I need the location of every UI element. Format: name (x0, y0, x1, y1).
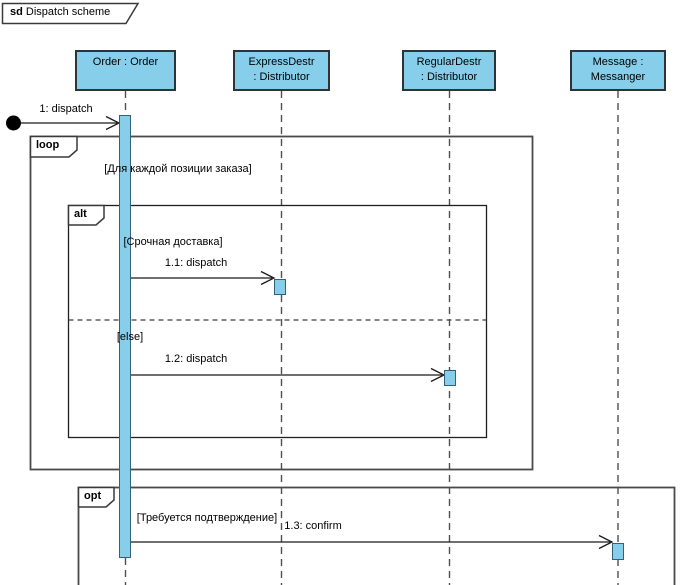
message-label-1-3: 1.3: confirm (284, 520, 342, 532)
lifeline-label: RegularDestr (416, 56, 482, 68)
message-label-1: 1: dispatch (39, 103, 93, 115)
message-label-1-1: 1.1: dispatch (164, 257, 228, 269)
alt-operator-pentagon (67, 204, 105, 226)
activation-bar-message[interactable] (612, 543, 624, 560)
opt-operator-label: opt (84, 490, 102, 502)
activation-bar-order[interactable] (119, 115, 131, 558)
opt-fragment-box[interactable] (77, 486, 676, 585)
alt-fragment-box[interactable] (67, 204, 488, 439)
loop-guard-label: [Для каждой позиции заказа] (104, 163, 252, 175)
lifeline-head-regulardestr[interactable]: RegularDestr : Distributor (402, 50, 496, 91)
lifeline-head-message[interactable]: Message : Messanger (570, 50, 666, 91)
lifeline-head-order[interactable]: Order : Order (75, 50, 176, 91)
lifeline-label: ExpressDestr (248, 56, 315, 68)
arrowhead-icon (598, 534, 614, 550)
lifeline-label: : Distributor (420, 71, 478, 83)
arrowhead-icon (260, 270, 276, 286)
activation-bar-expressdestr[interactable] (274, 279, 286, 295)
lifeline-label: Messanger (590, 71, 646, 83)
alt-guard-else-label: [else] (116, 331, 144, 343)
lifeline-label: Message : (592, 56, 644, 68)
frame-name: Dispatch scheme (25, 6, 111, 18)
lifeline-label: Order : Order (92, 56, 159, 68)
message-label-1-2: 1.2: dispatch (164, 353, 228, 365)
loop-operator-label: loop (36, 139, 60, 151)
frame-title-pentagon (1, 2, 140, 25)
activation-bar-regulardestr[interactable] (444, 370, 456, 386)
opt-operator-pentagon (77, 486, 115, 508)
lifeline-head-expressdestr[interactable]: ExpressDestr : Distributor (233, 50, 330, 91)
lifeline-label: : Distributor (253, 71, 310, 83)
alt-guard-if-label: [Срочная доставка] (123, 236, 223, 248)
frame-keyword: sd (10, 6, 23, 18)
opt-guard-label: [Требуется подтверждение] (136, 512, 278, 524)
alt-operator-label: alt (74, 208, 87, 220)
loop-fragment-box[interactable] (29, 135, 534, 471)
found-message-circle (6, 115, 21, 131)
diagram-title: sd Dispatch scheme (10, 6, 110, 18)
loop-operator-pentagon (29, 135, 78, 158)
